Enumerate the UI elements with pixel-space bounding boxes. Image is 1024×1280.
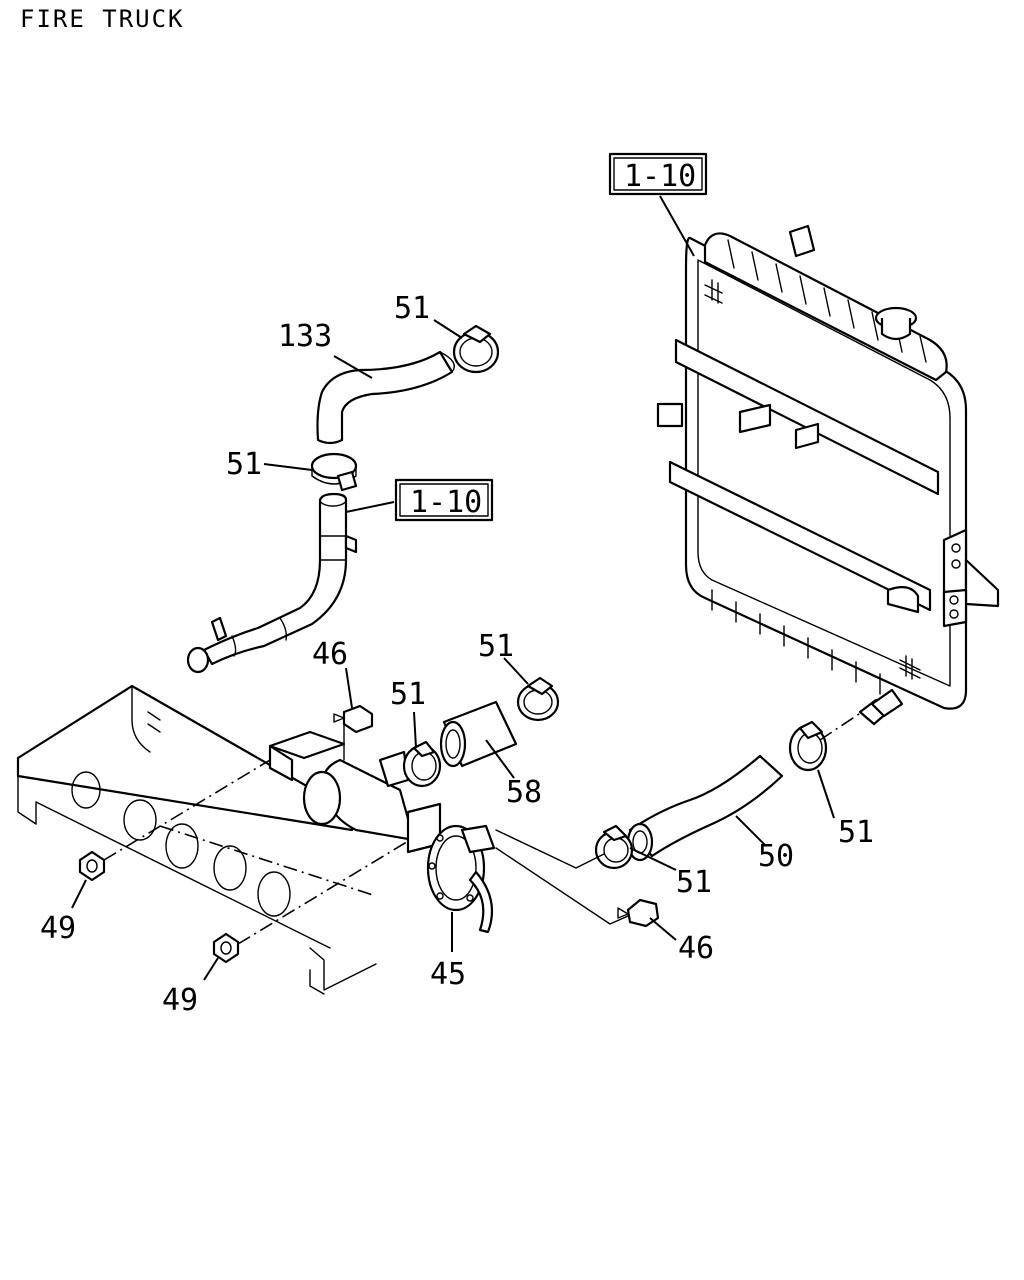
frame-rail xyxy=(16,684,377,995)
callout-51-center-right: 51 xyxy=(478,629,514,664)
bolt-46-top xyxy=(333,704,374,734)
callout-46-top: 46 xyxy=(312,637,348,672)
nut-49-left xyxy=(78,850,106,882)
bolt-46-lower xyxy=(617,898,660,928)
callout-49-left: 49 xyxy=(40,911,76,946)
callout-51-center-left: 51 xyxy=(390,677,426,712)
nut-49-lower xyxy=(212,932,240,964)
ref-label-mid: 1-10 xyxy=(410,485,482,520)
callout-58: 58 xyxy=(506,775,542,810)
diagram-title: FIRE TRUCK xyxy=(20,5,185,33)
clamp-51-center-right xyxy=(516,676,560,722)
clamp-51-center-left xyxy=(402,740,442,788)
callout-46-lower: 46 xyxy=(678,931,714,966)
clamp-51-lower xyxy=(594,824,634,870)
callout-51-mid: 51 xyxy=(226,447,262,482)
leader-lines xyxy=(71,195,835,981)
callout-45: 45 xyxy=(430,957,466,992)
callout-51-lower: 51 xyxy=(676,865,712,900)
callout-51-right: 51 xyxy=(838,815,874,850)
hose-50 xyxy=(626,754,784,862)
callout-51-top: 51 xyxy=(394,291,430,326)
callout-133: 133 xyxy=(278,319,332,354)
valve-assembly-45 xyxy=(268,730,496,934)
radiator xyxy=(656,224,1000,726)
clamp-51-mid xyxy=(310,452,358,492)
callout-49-lower: 49 xyxy=(162,983,198,1018)
ref-box-top: 1-10 xyxy=(608,152,708,196)
clamp-51-right xyxy=(788,720,828,772)
hose-58 xyxy=(439,700,518,768)
clamp-51-top xyxy=(452,324,500,374)
assembly-lines xyxy=(103,711,863,945)
ref-box-mid: 1-10 xyxy=(394,478,494,522)
hose-133 xyxy=(316,350,455,445)
callout-50: 50 xyxy=(758,839,794,874)
ref-label-top: 1-10 xyxy=(624,159,696,194)
heater-pipe xyxy=(186,492,358,674)
